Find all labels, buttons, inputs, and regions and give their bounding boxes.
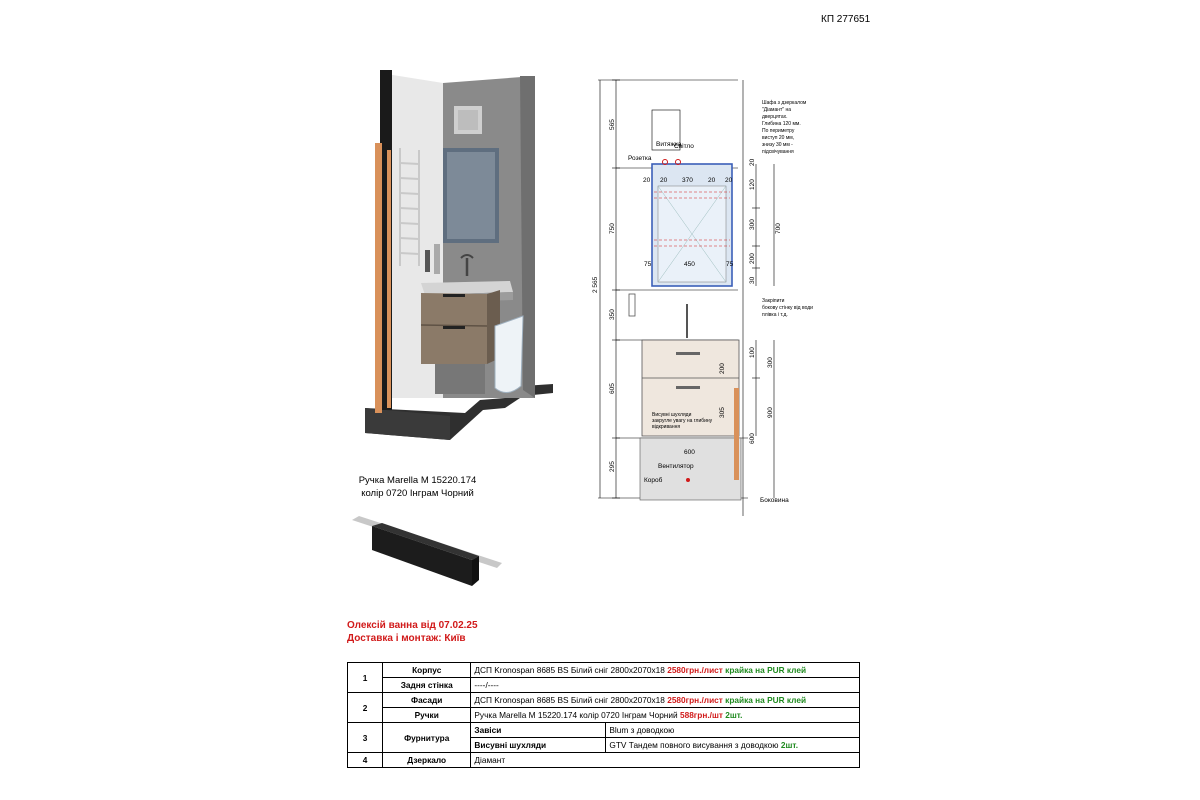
row-number: 4 [347, 752, 383, 768]
dim-label: 350 [609, 309, 616, 320]
mirror-right-dim: 20 [749, 158, 756, 166]
mirror-note: дверцятах. [762, 114, 788, 120]
mirror-note: "Діамант" на [762, 107, 791, 113]
row-sublabel: Висувні шухляди [470, 737, 607, 753]
mirror-note: Шафа з дзеркалом [762, 100, 807, 106]
cabinet-dim: 900 [767, 407, 774, 418]
row-sublabel: Завіси [470, 722, 607, 738]
light-label: Світло [674, 142, 694, 150]
document-number: КП 277651 [821, 14, 871, 25]
side-note: Закріпити [762, 298, 785, 304]
side-label: Боковина [760, 497, 789, 504]
cabinet-dim: 100 [749, 347, 756, 358]
row-value: Діамант [470, 752, 860, 768]
mirror-right-dim: 120 [749, 179, 756, 190]
mirror-total-dim: 700 [775, 223, 782, 234]
mirror-right-dim: 200 [749, 253, 756, 264]
mirror-note: виступ 20 мм, [762, 135, 794, 141]
row-value: Blum з доводкою [605, 722, 860, 738]
total-height-label: 2 565 [592, 276, 599, 293]
side-note: плівка і т.д. [762, 312, 788, 318]
mirror-note: підсвічування [762, 149, 794, 155]
project-info: Олексій ванна від 07.02.25 Доставка і мо… [347, 619, 478, 645]
mirror-note: Глибина 120 мм. [762, 121, 801, 127]
dim-label: 565 [609, 119, 616, 130]
row-number: 2 [347, 692, 383, 723]
drawer-note: Висувні шухляди [652, 412, 692, 418]
row-value: GTV Тандем повного висування з доводкою … [605, 737, 860, 753]
row-value: ----/---- [470, 677, 860, 693]
box-label: Короб [644, 476, 663, 484]
bathroom-render [365, 70, 553, 440]
cabinet-dim: 300 [767, 357, 774, 368]
mirror-dim: 75 [726, 261, 734, 268]
handle-image [352, 516, 502, 586]
row-number: 1 [347, 662, 383, 693]
width-dim: 600 [684, 449, 695, 456]
table-row: 1 Корпус ДСП Kronospan 8685 BS Білий сні… [347, 662, 860, 693]
mirror-note: знизу 30 мм - [762, 142, 793, 148]
mirror-dim: 450 [684, 261, 695, 268]
mirror-dim: 20 [643, 177, 651, 184]
dim-label: 295 [609, 461, 616, 472]
table-row: 3 Фурнитура Завіси Blum з доводкою [347, 722, 860, 753]
handle-caption-line2: колір 0720 Інграм Чорний [361, 488, 474, 499]
mirror-dim: 370 [682, 177, 693, 184]
drawer-note: відкривання [652, 424, 680, 430]
row-value: ДСП Kronospan 8685 BS Білий сніг 2800x20… [470, 662, 860, 678]
project-title: Олексій ванна від 07.02.25 [347, 620, 478, 631]
mirror-dim: 20 [725, 177, 733, 184]
vent-label: Витяжка [656, 141, 682, 148]
socket-label: Розетка [628, 155, 652, 162]
table-row: Ручки Ручка Marella M 15220.174 колір 07… [348, 707, 860, 723]
drawer-note: закругле увагу на глибину [652, 418, 713, 424]
project-delivery: Доставка і монтаж: Київ [347, 633, 466, 644]
mirror-dim: 75 [644, 261, 652, 268]
table-row: 2 Фасади ДСП Kronospan 8685 BS Білий сні… [347, 692, 860, 723]
mirror-right-dim: 30 [749, 276, 756, 284]
row-number: 3 [347, 722, 383, 753]
mirror-dim: 20 [708, 177, 716, 184]
handle-caption-line1: Ручка Marella M 15220.174 [358, 475, 477, 486]
side-note: бокову стінку від води [762, 305, 813, 311]
fan-label: Вентилятор [658, 463, 694, 470]
row-value: ДСП Kronospan 8685 BS Білий сніг 2800x20… [470, 692, 860, 708]
specification-table: 1 Корпус ДСП Kronospan 8685 BS Білий сні… [347, 662, 860, 768]
cabinet-dim: 600 [749, 433, 756, 444]
dim-label: 605 [609, 383, 616, 394]
dim-label: 750 [609, 223, 616, 234]
row-label: Ручки [381, 707, 472, 723]
mirror-dim: 20 [660, 177, 668, 184]
row-label: Фасади [381, 692, 472, 708]
row-label: Корпус [381, 662, 472, 678]
table-row: 4 Дзеркало Діамант [347, 752, 860, 768]
handle-caption: Ручка Marella M 15220.174 колір 0720 Інг… [350, 474, 485, 500]
table-row: Задня стінка ----/---- [348, 677, 860, 693]
cabinet-dim: 305 [719, 407, 726, 418]
technical-drawing: 2 565 565 750 350 605 295 Витяжка Світло… [592, 79, 813, 516]
row-value: Ручка Marella M 15220.174 колір 0720 Інг… [470, 707, 860, 723]
row-label: Фурнитура [381, 722, 472, 753]
mirror-right-dim: 300 [749, 219, 756, 230]
cabinet-dim: 200 [719, 363, 726, 374]
row-label: Дзеркало [381, 752, 472, 768]
row-label: Задня стінка [381, 677, 472, 693]
mirror-note: По периметру [762, 128, 795, 134]
